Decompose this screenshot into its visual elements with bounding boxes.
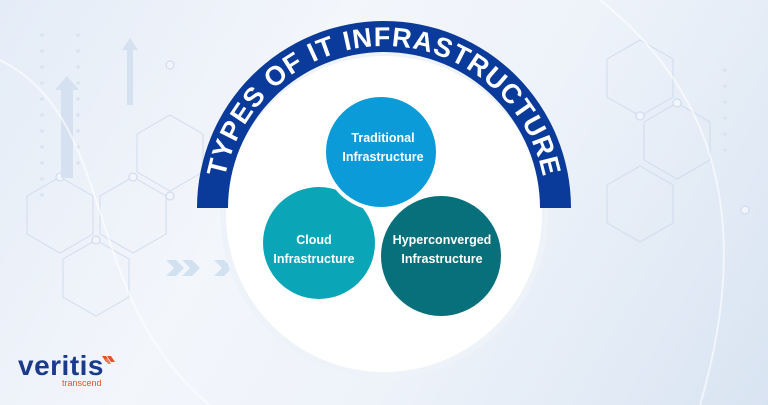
circle-hyperconverged xyxy=(381,196,501,316)
logo-wordmark: veritis xyxy=(18,350,104,381)
cloud-line1: Cloud xyxy=(296,233,331,247)
title-arc xyxy=(197,21,571,208)
cloud-line2: Infrastructure xyxy=(273,252,354,266)
veritis-logo: veritis transcend xyxy=(18,350,115,388)
circle-cloud xyxy=(263,187,375,299)
traditional-line2: Infrastructure xyxy=(342,150,423,164)
circle-traditional xyxy=(326,97,436,207)
hyper-line2: Infrastructure xyxy=(401,252,482,266)
logo-chevron-icon xyxy=(102,356,115,364)
logo-tagline: transcend xyxy=(62,378,102,388)
hyper-line1: Hyperconverged xyxy=(393,233,492,247)
traditional-line1: Traditional xyxy=(351,131,414,145)
